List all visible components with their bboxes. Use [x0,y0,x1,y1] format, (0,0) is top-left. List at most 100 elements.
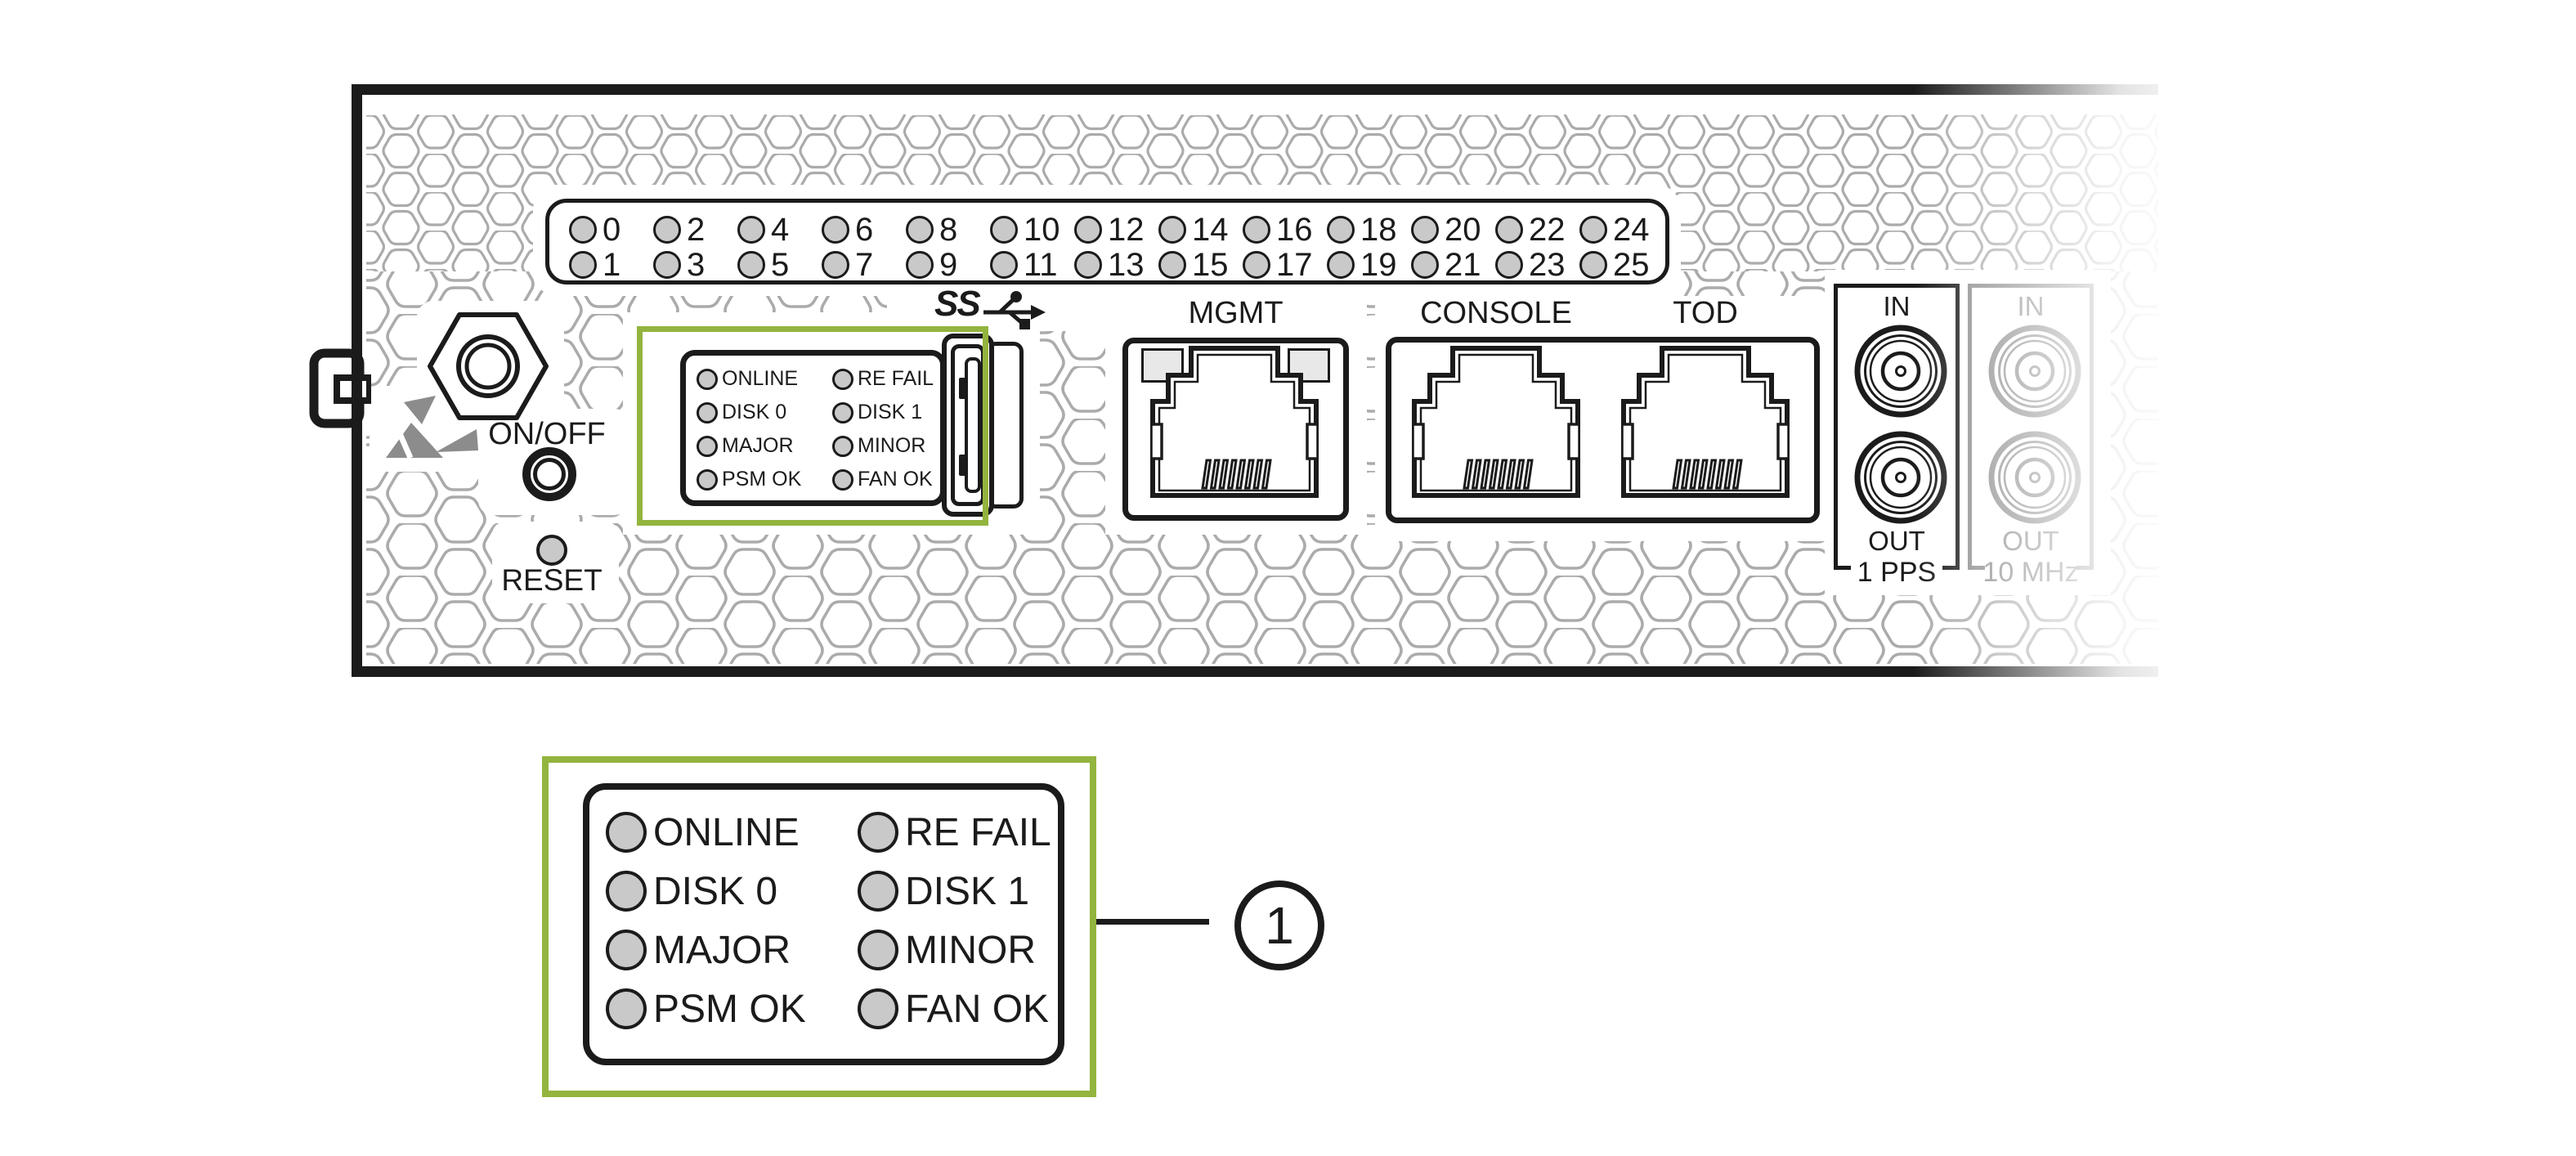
port-number: 20 [1445,211,1481,248]
callout-status-led-panel: ONLINE RE FAIL DISK 0 DISK 1 [583,783,1064,1065]
usb-contact [959,455,966,476]
reset-button [536,535,567,566]
port-led [569,250,597,279]
status-led [858,930,898,970]
port-led [906,215,934,244]
status-led-label: ONLINE [722,367,799,390]
port-led [1074,250,1102,279]
port-led [1495,215,1523,244]
onoff-label: ON/OFF [488,417,606,451]
port-led [1495,250,1523,279]
port-number: 16 [1276,211,1313,248]
status-led-label: DISK 0 [722,401,787,423]
port-led [822,215,849,244]
port-number: 18 [1360,211,1397,248]
port-number: 15 [1192,246,1229,283]
status-led [858,871,898,912]
status-led-row: PSM OK FAN OK [686,463,940,496]
callout-marker: 1 [1234,880,1324,970]
usb-superspeed-logo: SS [934,286,1047,332]
port-led-column: 12 13 [1074,211,1158,283]
status-led-label: MAJOR [722,434,794,457]
panel-border-top [352,84,2158,95]
port-led [1411,250,1439,279]
status-led-row: ONLINE RE FAIL [589,803,1058,862]
captive-screw-icon [428,312,549,420]
status-led [606,871,647,912]
status-led [697,401,718,423]
port-led [1579,250,1607,279]
port-led [906,250,934,279]
panel-border-bottom [352,666,2158,677]
port-led [1243,215,1270,244]
status-led [697,468,718,491]
callout-number: 1 [1265,896,1294,955]
port-number: 19 [1360,246,1397,283]
pps-in-label: IN [1883,291,1911,321]
port-led [1411,215,1439,244]
status-led-row: ONLINE RE FAIL [686,362,940,396]
port-number: 7 [855,246,874,283]
port-led-column: 18 19 [1327,211,1411,283]
port-led-column: 22 23 [1495,211,1579,283]
usb-contact [959,378,966,399]
rj45-jack-icon [1150,346,1319,498]
port-number: 13 [1108,246,1145,283]
console-label: CONSOLE [1420,296,1572,330]
port-led-column: 0 1 [569,213,653,281]
port-led [1158,250,1186,279]
port-number: 12 [1108,211,1145,248]
esd-warning-icon [386,396,478,459]
status-led-label: MINOR [905,928,1036,972]
status-led [832,368,853,390]
status-led [606,930,647,970]
status-led [697,435,718,457]
port-led [990,215,1018,244]
port-number: 6 [855,211,874,248]
port-number: 21 [1445,246,1481,283]
port-led [653,250,681,279]
bracket-stub [1838,566,1851,570]
status-led [858,812,898,853]
status-led-label: RE FAIL [858,367,934,390]
port-led [1579,215,1607,244]
rj45-jack-icon [1412,346,1580,498]
status-led-label: ONLINE [653,810,800,854]
status-led [606,988,647,1029]
status-led [697,368,718,390]
status-led-label: DISK 1 [905,869,1030,913]
status-led-label: RE FAIL [905,810,1051,854]
status-led-label: PSM OK [722,468,802,491]
port-number: 22 [1529,211,1566,248]
usb-ss-text: SS [934,284,981,324]
port-number: 17 [1276,246,1313,283]
status-led-row: MAJOR MINOR [686,429,940,463]
port-number: 4 [771,211,790,248]
port-led [990,250,1018,279]
panel-border-left [352,84,362,677]
callout-highlight-box [542,756,1096,1097]
port-led [1074,215,1102,244]
port-led-column: 24 25 [1579,211,1664,281]
rj45-jack-icon [1621,346,1790,498]
status-led-row: MAJOR MINOR [589,921,1058,979]
status-led-label: FAN OK [905,987,1050,1031]
tod-label: TOD [1673,296,1738,330]
status-led [606,812,647,853]
mgmt-led-window [1288,348,1330,383]
status-led-label: FAN OK [858,468,933,491]
port-led-column: 8 9 [906,211,990,281]
status-led-label: PSM OK [653,987,806,1031]
port-led [1327,250,1355,279]
status-led-label: DISK 0 [653,869,778,913]
port-number: 11 [1024,246,1058,283]
edge-fade [1913,74,2289,703]
status-led [832,468,853,491]
port-led-column: 10 11 [990,213,1074,283]
port-number: 8 [939,211,958,248]
port-led-column: 20 21 [1411,211,1495,283]
port-number: 24 [1613,211,1650,248]
port-led-column: 4 5 [737,211,822,281]
port-number: 23 [1529,246,1566,283]
usb-trident-icon [983,291,1046,329]
